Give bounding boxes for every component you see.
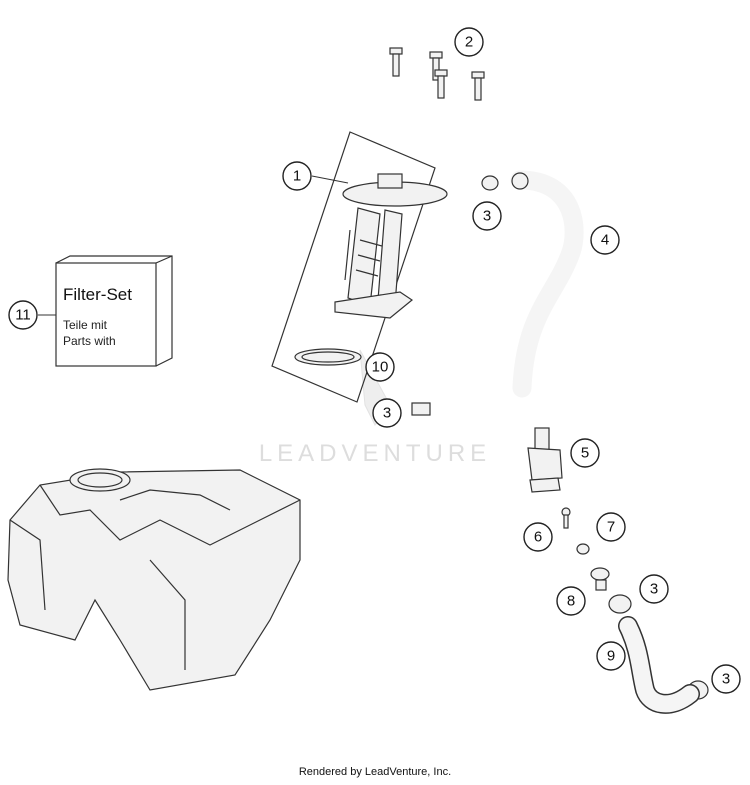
callout-label: 8 (567, 593, 575, 610)
callout-label: 9 (607, 648, 615, 665)
callout-4[interactable]: 4 (590, 225, 620, 255)
callout-label: 10 (372, 359, 389, 376)
callout-label: 3 (722, 671, 730, 688)
quick-connector-part[interactable] (527, 427, 563, 493)
fuel-tank-part[interactable] (7, 468, 301, 691)
short-hose-part[interactable] (618, 616, 700, 714)
screw-part[interactable] (561, 507, 571, 529)
fuel-pump-part[interactable] (271, 131, 448, 403)
callout-5[interactable]: 5 (570, 438, 600, 468)
valve-part[interactable] (590, 567, 610, 591)
leader-lines (38, 175, 349, 316)
callout-label: 3 (483, 208, 491, 225)
clamp-part[interactable] (411, 175, 709, 700)
footer-credit: Rendered by LeadVenture, Inc. (298, 766, 452, 778)
watermark-text: LEADVENTURE (259, 440, 491, 467)
callout-11[interactable]: 11 (8, 300, 38, 330)
filter-set-title: Filter-Set (63, 285, 132, 304)
spring-part[interactable] (576, 543, 590, 555)
callout-label: 4 (601, 232, 609, 249)
callout-label: 7 (607, 519, 615, 536)
callout-8[interactable]: 8 (556, 586, 586, 616)
callout-1[interactable]: 1 (282, 161, 312, 191)
callout-label: 5 (581, 445, 589, 462)
callout-9[interactable]: 9 (596, 641, 626, 671)
callout-3[interactable]: 3 (711, 664, 741, 694)
callout-6[interactable]: 6 (523, 522, 553, 552)
callout-label: 6 (534, 529, 542, 546)
callout-label: 3 (650, 581, 658, 598)
callout-10[interactable]: 10 (365, 352, 395, 382)
callout-label: 11 (15, 307, 31, 324)
callout-3[interactable]: 3 (472, 201, 502, 231)
callout-label: 3 (383, 405, 391, 422)
filter-set-part[interactable]: Filter-Set Teile mit Parts with (55, 255, 173, 367)
callout-3[interactable]: 3 (639, 574, 669, 604)
callout-label: 2 (465, 34, 473, 51)
filter-set-line1: Teile mit (63, 318, 108, 332)
screws-part[interactable] (389, 47, 485, 101)
filter-set-line2: Parts with (63, 334, 116, 348)
fuel-hose-part[interactable] (510, 170, 584, 398)
callout-3[interactable]: 3 (372, 398, 402, 428)
callout-label: 1 (293, 168, 301, 185)
callout-7[interactable]: 7 (596, 512, 626, 542)
callout-2[interactable]: 2 (454, 27, 484, 57)
